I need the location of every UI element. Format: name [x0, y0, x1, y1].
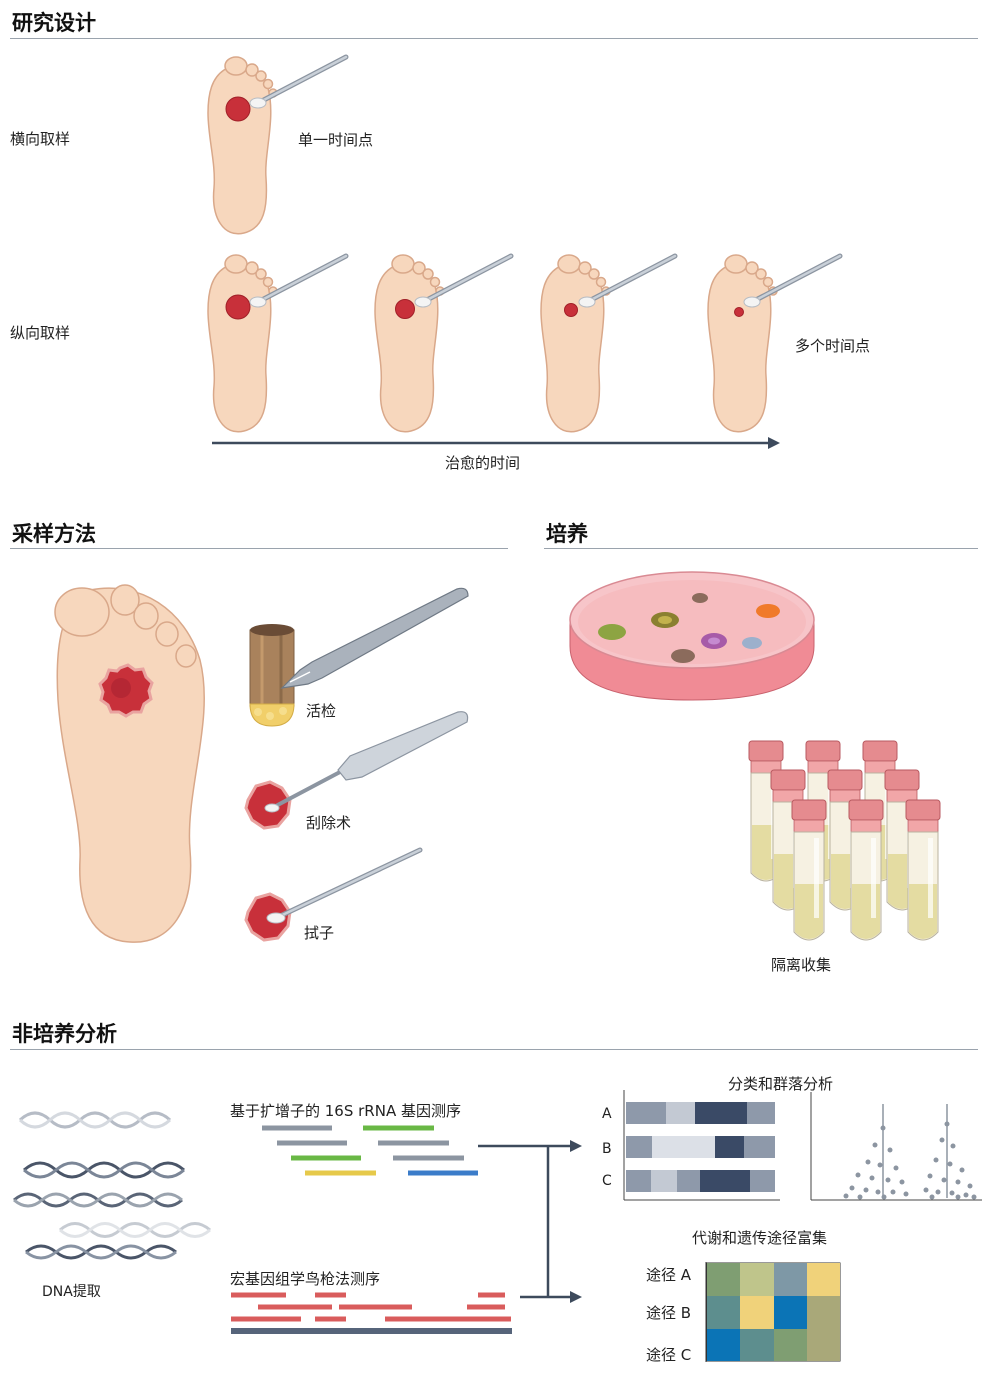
section-rule — [10, 1049, 978, 1050]
section-title-culture: 培养 — [546, 522, 588, 546]
arrow-head — [570, 1140, 582, 1152]
longitudinal-foot-4 — [707, 255, 840, 433]
section-rule — [10, 548, 508, 549]
taxonomy-title: 分类和群落分析 — [728, 1075, 834, 1093]
section-title-sampling: 采样方法 — [12, 522, 96, 546]
shotgun-label: 宏基因组学鸟枪法测序 — [230, 1270, 381, 1288]
healing-time-arrow — [212, 437, 780, 449]
biopsy-label: 活检 — [306, 702, 337, 720]
pathway-row-label: 途径 A — [646, 1266, 692, 1284]
pipeline-arrows — [478, 1144, 572, 1299]
single-timepoint-label: 单一时间点 — [298, 131, 374, 149]
community-dot-plot — [810, 1092, 982, 1201]
longitudinal-foot-3 — [540, 255, 675, 433]
section-rule — [544, 548, 978, 549]
arrow-head — [570, 1291, 582, 1303]
pathway-row-label: 途径 B — [646, 1304, 692, 1322]
curettage-tool — [244, 711, 469, 830]
shotgun-reads — [231, 1292, 512, 1334]
cross-sectional-foot — [207, 57, 346, 235]
petri-dish — [569, 571, 815, 701]
dna-helices — [13, 1111, 211, 1260]
taxonomy-row-label: B — [602, 1141, 612, 1157]
curettage-label: 刮除术 — [306, 814, 352, 832]
swab-label: 拭子 — [304, 924, 335, 942]
dna-extraction-label: DNA提取 — [42, 1284, 101, 1300]
isolate-label: 隔离收集 — [771, 956, 832, 974]
taxonomy-row-label: C — [602, 1173, 612, 1189]
taxonomy-row-label: A — [602, 1106, 612, 1122]
pathway-row-label: 途径 C — [646, 1346, 692, 1364]
pathway-heatmap — [705, 1262, 841, 1362]
section-title-non-culture: 非培养分析 — [12, 1022, 117, 1046]
large-foot — [54, 584, 205, 943]
tube-rack — [748, 740, 941, 941]
cross-sectional-label: 横向取样 — [10, 130, 71, 148]
biopsy-tool — [249, 587, 469, 727]
amplicon-reads — [262, 1125, 478, 1176]
longitudinal-foot-2 — [374, 255, 511, 433]
longitudinal-label: 纵向取样 — [10, 324, 71, 342]
section-rule — [10, 38, 978, 39]
section-title-study-design: 研究设计 — [12, 11, 96, 35]
amplicon-label: 基于扩增子的 16S rRNA 基因测序 — [230, 1102, 461, 1120]
healing-time-label: 治愈的时间 — [445, 454, 521, 472]
pathway-title: 代谢和遗传途径富集 — [692, 1229, 828, 1247]
longitudinal-foot-1 — [207, 255, 346, 433]
taxonomy-bars — [623, 1090, 780, 1201]
swab-tool — [244, 847, 423, 942]
multi-timepoint-label: 多个时间点 — [795, 337, 871, 355]
